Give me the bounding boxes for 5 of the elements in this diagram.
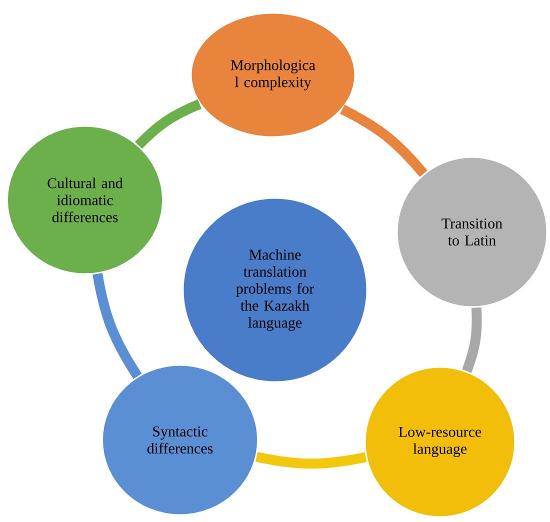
connector-band <box>134 99 202 149</box>
connector-band <box>340 104 428 177</box>
connector-band <box>462 307 482 373</box>
connector-band <box>256 452 367 469</box>
connector-band <box>92 272 142 379</box>
